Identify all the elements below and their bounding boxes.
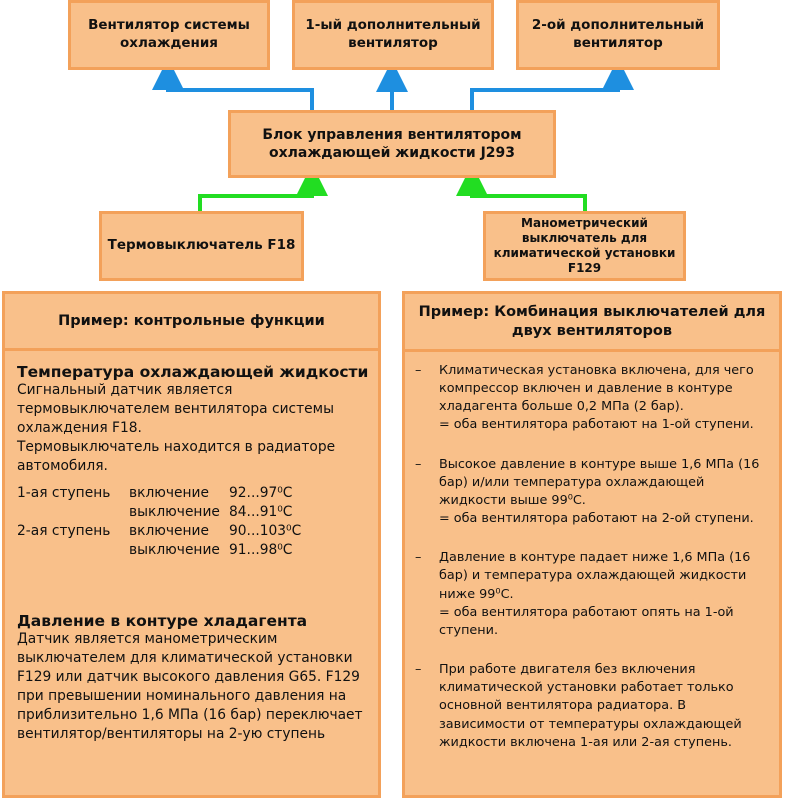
left-panel-title-text: Пример: контрольные функции [58,312,325,329]
stage-cell: 2-ая ступень [17,523,111,540]
table-row: 1-ая ступень включение 92...97⁰C [17,484,301,503]
list-item-text: Высокое давление в контуре выше 1,6 МПа … [439,456,760,508]
list-item: – Климатическая установка включена, для … [409,362,769,435]
list-item: – При работе двигателя без включения кли… [409,661,769,752]
list-item-text: Климатическая установка включена, для че… [439,363,754,415]
control-unit-box: Блок управления вентилятором охлаждающей… [228,110,556,178]
fan-main-label: Вентилятор системы охлаждения [88,17,250,51]
bullet-dash: – [415,662,422,678]
list-item-result: = оба вентилятора работают на 2-ой ступе… [439,511,754,527]
arrow-to-fan-main [152,58,314,111]
list-item-text: При работе двигателя без включения клима… [439,662,742,750]
table-row: выключение 91...98⁰C [17,541,301,560]
list-item-result: = оба вентилятора работают на 1-ой ступе… [439,417,754,433]
arrow-to-fan-2 [470,58,634,111]
arrow-from-thermo-switch [198,164,328,211]
refrigerant-pressure-title: Давление в контуре хладагента [17,612,308,631]
bullet-dash: – [415,550,422,566]
table-row: 2-ая ступень включение 90...103⁰C [17,522,301,541]
arrow-from-pressure-switch [456,164,587,211]
range-cell: 91...98⁰C [229,542,293,559]
left-panel: Пример: контрольные функции Температура … [2,291,381,798]
stage-cell: 1-ая ступень [17,485,111,502]
condition-list: – Климатическая установка включена, для … [409,362,769,752]
fan-1-label: 1-ый дополнительный вентилятор [305,17,481,51]
coolant-temp-title: Температура охлаждающей жидкости [17,363,369,381]
fan-1-box: 1-ый дополнительный вентилятор [292,0,494,70]
thermo-switch-box: Термовыключатель F18 [99,211,304,281]
list-item-text: Давление в контуре падает ниже 1,6 МПа (… [439,550,751,602]
pressure-switch-label: Манометрический выключатель для климатич… [493,216,676,275]
left-panel-body: Температура охлаждающей жидкости Сигналь… [5,351,378,795]
coolant-temp-text-1: Сигнальный датчик является термовыключат… [17,382,334,437]
action-cell: выключение [129,542,220,559]
stage-cell [17,541,129,560]
bullet-dash: – [415,456,422,472]
action-cell: включение [129,485,210,502]
stage-cell [17,503,129,522]
range-cell: 90...103⁰C [229,523,302,540]
list-item: – Давление в контуре падает ниже 1,6 МПа… [409,549,769,640]
range-cell: 84...91⁰C [229,504,293,521]
left-panel-title: Пример: контрольные функции [5,294,378,351]
pressure-switch-box: Манометрический выключатель для климатич… [483,211,686,281]
list-item: – Высокое давление в контуре выше 1,6 МП… [409,456,769,529]
action-cell: включение [129,523,210,540]
coolant-temp-text-2: Термовыключатель находится в радиаторе а… [17,439,336,475]
list-item-result: = оба вентилятора работают опять на 1-ой… [439,604,734,638]
table-row: выключение 84...91⁰C [17,503,301,522]
fan-main-box: Вентилятор системы охлаждения [68,0,270,70]
stages-table: 1-ая ступень включение 92...97⁰C выключе… [17,484,301,560]
range-cell: 92...97⁰C [229,485,293,502]
control-unit-label: Блок управления вентилятором охлаждающей… [262,126,522,161]
action-cell: выключение [129,504,220,521]
right-panel-title-text: Пример: Комбинация выключателей для двух… [418,303,766,339]
fan-2-box: 2-ой дополнительный вентилятор [516,0,720,70]
right-panel-body: – Климатическая установка включена, для … [405,352,779,795]
thermo-switch-label: Термовыключатель F18 [107,237,296,254]
right-panel-title: Пример: Комбинация выключателей для двух… [405,294,779,352]
refrigerant-pressure-text: Датчик является манометрическим выключат… [17,631,363,743]
right-panel: Пример: Комбинация выключателей для двух… [402,291,782,798]
fan-2-label: 2-ой дополнительный вентилятор [531,17,705,51]
bullet-dash: – [415,363,422,378]
